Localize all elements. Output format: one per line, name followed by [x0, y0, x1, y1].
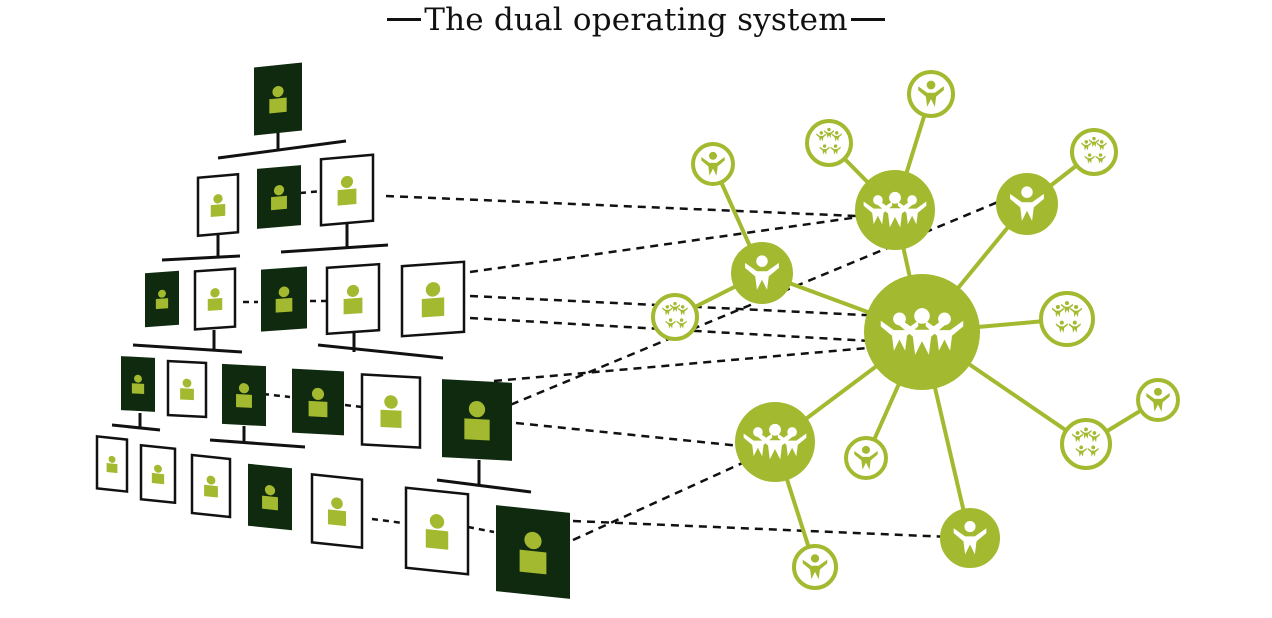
network-node-outline — [691, 142, 735, 186]
org-box-light — [325, 262, 381, 336]
org-box-light — [193, 267, 237, 331]
org-dashed-link — [299, 189, 323, 195]
org-connector-bar — [132, 343, 243, 354]
org-dashed-link — [371, 517, 404, 525]
network-node-outline — [651, 293, 699, 341]
org-dashed-link — [262, 392, 291, 399]
network-node-outline — [1039, 291, 1095, 347]
org-connector-bar — [317, 343, 444, 360]
network-node-outline — [1060, 418, 1112, 470]
title-text: The dual operating system — [424, 2, 848, 38]
org-box-light — [400, 260, 466, 338]
org-box-light — [319, 153, 375, 227]
hierarchy-org-chart — [95, 62, 570, 599]
org-box-dark — [261, 266, 307, 332]
org-box-light — [404, 486, 470, 576]
org-box-dark — [222, 363, 266, 427]
network-node-filled — [940, 508, 1000, 568]
org-box-dark — [442, 379, 512, 461]
network-hub — [864, 274, 980, 390]
org-box-light — [360, 373, 422, 449]
org-box-dark — [145, 270, 179, 328]
org-connector-bar — [111, 423, 161, 432]
diagram-title: The dual operating system — [0, 2, 1272, 38]
title-dash-right — [850, 18, 885, 21]
network-node-outline — [1136, 378, 1180, 422]
network-structure — [651, 70, 1180, 590]
dashed-connector — [469, 212, 881, 274]
org-connector-bar — [161, 254, 241, 262]
org-connector-bar — [209, 438, 306, 449]
title-dash-left — [387, 18, 422, 21]
org-connector-bar — [280, 243, 389, 254]
network-node-outline — [844, 436, 888, 480]
network-node-filled — [996, 173, 1058, 235]
org-box-dark — [248, 463, 292, 531]
org-box-light — [95, 435, 129, 493]
org-box-light — [166, 359, 208, 419]
dashed-connector — [493, 344, 891, 383]
org-box-dark — [121, 356, 155, 412]
org-box-dark — [254, 62, 302, 136]
org-box-dark — [496, 505, 570, 599]
org-dashed-link — [467, 525, 495, 534]
org-box-light — [196, 172, 240, 238]
network-node-outline — [907, 70, 955, 118]
dashed-connector — [572, 453, 761, 542]
org-box-dark — [257, 165, 301, 229]
network-node-outline — [792, 544, 838, 590]
dashed-connector — [515, 421, 761, 450]
network-node-outline — [805, 119, 853, 167]
dashed-connector — [385, 194, 881, 219]
org-dashed-link — [344, 403, 363, 409]
network-node-outline — [1070, 128, 1118, 176]
dashed-connector — [572, 519, 951, 539]
org-box-light — [310, 472, 364, 550]
org-box-light — [190, 453, 232, 519]
org-box-light — [139, 443, 177, 505]
org-connector-bar — [217, 139, 347, 160]
org-box-dark — [292, 368, 344, 436]
network-node-filled — [855, 170, 935, 250]
network-node-filled — [731, 242, 793, 304]
network-node-filled — [735, 402, 815, 482]
org-connector-bar — [436, 478, 532, 494]
